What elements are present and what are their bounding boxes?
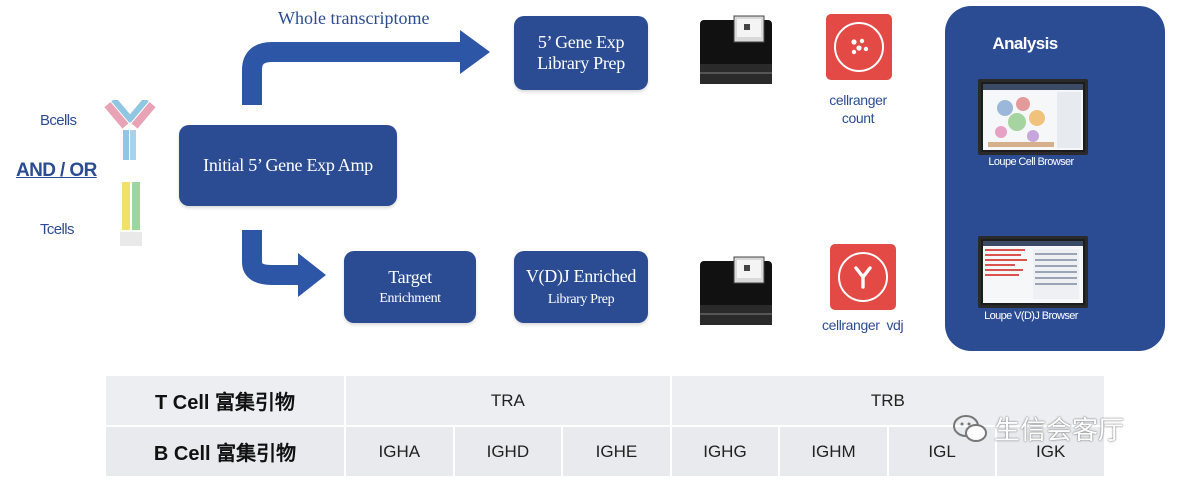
cellranger-count-label: cellranger count	[818, 91, 898, 127]
sequencer-icon-top	[700, 15, 772, 84]
loupe-vdj-screenshot	[978, 236, 1088, 308]
whole-transcriptome-label: Whole transcriptome	[278, 8, 430, 28]
table-row-tcell: T Cell 富集引物 TRA TRB	[104, 374, 1107, 427]
arrow-head-target	[298, 253, 326, 297]
cellranger-count-line2: count	[841, 110, 875, 126]
vdj-table-icon	[983, 241, 1083, 299]
bcell-primer-ighe: IGHE	[561, 425, 672, 478]
wechat-icon	[953, 414, 987, 442]
sequencer-icon-bottom	[700, 256, 772, 325]
gene-exp-line2: Library Prep	[537, 53, 625, 73]
initial-amp-box: Initial 5’ Gene Exp Amp	[179, 125, 397, 206]
tsne-plot-icon	[983, 84, 1083, 148]
cellranger-count-line1: cellranger	[829, 92, 887, 108]
tcell-primer-header: T Cell 富集引物	[104, 374, 346, 427]
gene-exp-line1: 5’ Gene Exp	[537, 32, 625, 53]
tcell-primer-trb: TRB	[669, 374, 1107, 427]
cellranger-vdj-logo-icon	[830, 244, 896, 310]
loupe-vdj-label: Loupe V(D)J Browser	[984, 310, 1078, 322]
tcell-primer-tra: TRA	[344, 374, 672, 427]
watermark: 生信会客厅	[952, 410, 1124, 447]
cell-dots-icon	[851, 38, 869, 55]
loupe-cell-label: Loupe Cell Browser	[988, 156, 1074, 168]
watermark-text: 生信会客厅	[994, 416, 1125, 446]
arrow-to-target	[242, 230, 298, 285]
tcells-label: Tcells	[40, 221, 75, 238]
bcell-primer-header: B Cell 富集引物	[104, 425, 346, 478]
bcell-primer-igl: IGL	[886, 425, 998, 478]
bcell-primer-ighm: IGHM	[778, 425, 889, 478]
analysis-title: Analysis	[992, 34, 1058, 53]
arrow-to-gene-exp	[242, 42, 460, 105]
target-enrichment-box: Target Enrichment	[344, 251, 476, 323]
target-line2: Enrichment	[379, 291, 441, 307]
bcells-label: Bcells	[40, 112, 77, 129]
initial-amp-label: Initial 5’ Gene Exp Amp	[203, 155, 373, 176]
vdj-library-box: V(D)J Enriched Library Prep	[514, 251, 648, 323]
vdj-line1: V(D)J Enriched	[525, 265, 637, 286]
cellranger-vdj-label: cellranger vdj	[822, 317, 904, 333]
bcell-antibody-icon	[104, 100, 156, 160]
bcell-primer-igk: IGK	[995, 425, 1106, 478]
arrow-head-gene-exp	[460, 30, 490, 74]
analysis-panel: Analysis Loupe Cell Browser	[945, 6, 1165, 351]
tcell-receptor-icon	[120, 182, 142, 246]
bcell-primer-ighd: IGHD	[452, 425, 564, 478]
bcell-primer-ighg: IGHG	[669, 425, 781, 478]
vdj-line2: Library Prep	[547, 292, 615, 308]
cellranger-count-logo-icon	[826, 14, 892, 80]
primer-table: T Cell 富集引物 TRA TRB B Cell 富集引物 IGHA IGH…	[104, 374, 1107, 478]
table-row-bcell: B Cell 富集引物 IGHA IGHD IGHE IGHG IGHM IGL…	[104, 425, 1106, 478]
and-or-label: AND / OR	[16, 160, 97, 181]
gene-exp-library-box: 5’ Gene Exp Library Prep	[514, 16, 648, 90]
target-line1: Target	[388, 266, 432, 287]
bcell-primer-igha: IGHA	[344, 425, 455, 478]
antibody-y-icon	[854, 266, 872, 289]
loupe-cell-screenshot	[978, 79, 1088, 155]
